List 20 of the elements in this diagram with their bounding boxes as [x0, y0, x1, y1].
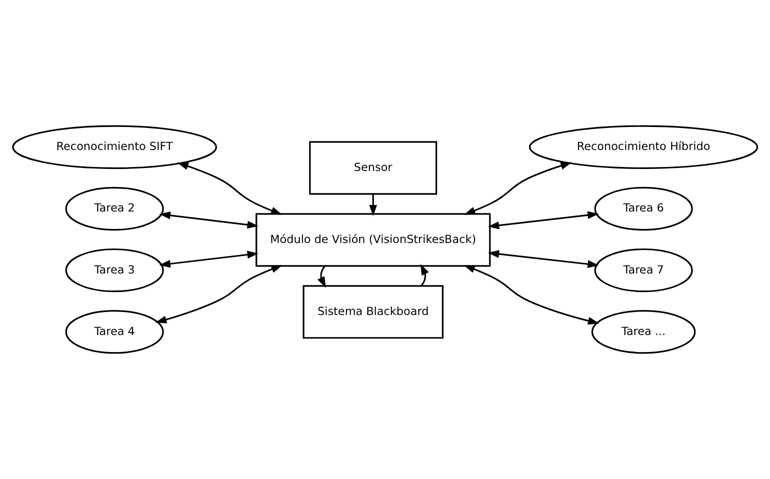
- node-ellipse: Tarea 7: [594, 248, 693, 292]
- arrow: [464, 162, 572, 215]
- arrow: [159, 211, 259, 229]
- node-box: Sensor: [309, 141, 438, 195]
- arrow: [420, 264, 429, 286]
- arrow: [159, 250, 259, 268]
- node-ellipse: Tarea 6: [594, 186, 693, 231]
- arrow: [177, 162, 282, 215]
- arrow: [488, 211, 599, 230]
- arrow: [488, 250, 599, 268]
- node-ellipse: Tarea 3: [65, 248, 164, 292]
- arrow: [317, 266, 326, 288]
- node-box: Módulo de Visión (VisionStrikesBack): [256, 213, 491, 267]
- node-ellipse: Tarea 4: [65, 310, 164, 354]
- node-box: Sistema Blackboard: [302, 285, 444, 339]
- arrow: [464, 265, 600, 325]
- arrow: [155, 265, 283, 324]
- node-ellipse: Tarea ...: [591, 310, 696, 354]
- arrow: [369, 194, 378, 216]
- node-ellipse: Tarea 2: [65, 186, 164, 231]
